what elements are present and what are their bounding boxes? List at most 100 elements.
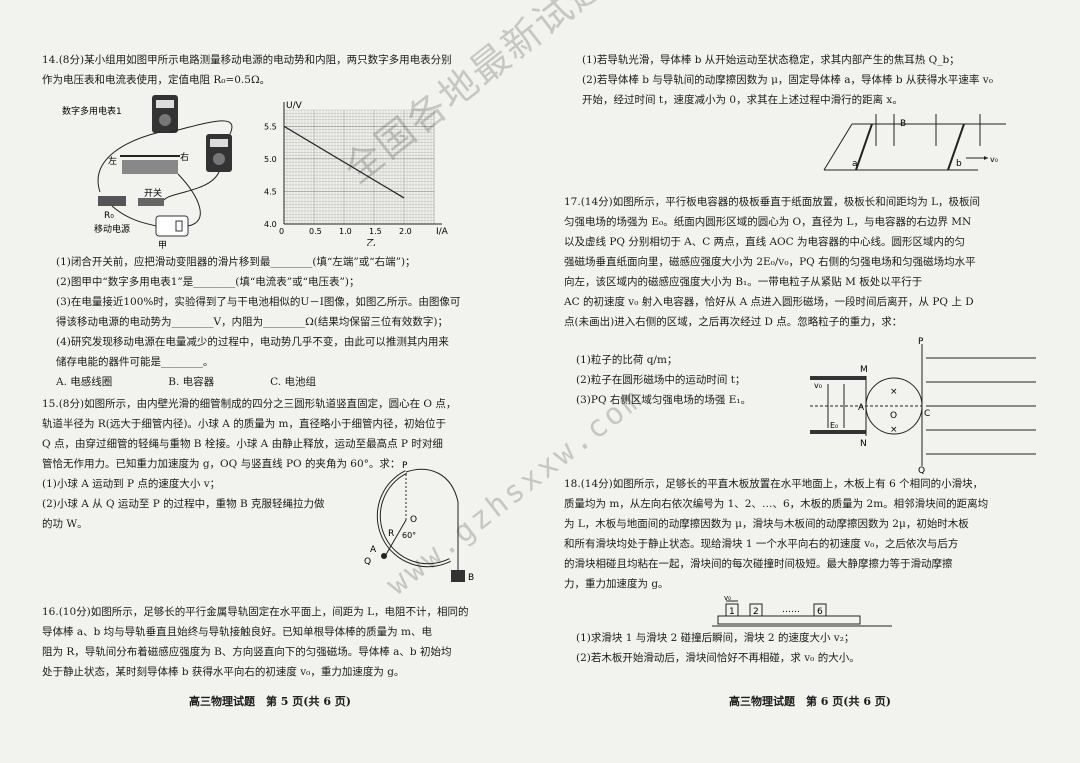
q17-part: (2)粒子在圆形磁场中的运动时间 t； xyxy=(576,374,746,386)
exam-page-5: 14.(8分)某小组用如图甲所示电路测量移动电源的电动势和内阻，两只数字多用电表… xyxy=(42,54,516,708)
y-tick-label: 5.5 xyxy=(264,122,277,131)
svg-text:×: × xyxy=(890,425,898,435)
q14-part: (3)在电量接近100%时，实验得到了与干电池相似的U－I图像，如图乙所示。由图… xyxy=(56,296,461,308)
block-6 xyxy=(813,603,827,617)
point-c-label: C xyxy=(924,409,930,419)
capacitor-field-figure: v₀ E₀ M N A O C × × P Q xyxy=(810,337,1036,474)
exam-page-6: (1)若导轨光滑，导体棒 b 从开始运动至状态稳定，求其内部产生的焦耳热 Q_b… xyxy=(540,0,1080,763)
q17-line: 匀强电场的场强为 E₀。纸面内圆形区域的圆心为 O，直径为 L，与电容器的右边界… xyxy=(564,216,972,228)
option-c: C. 电池组 xyxy=(270,376,317,388)
point-a-label: A xyxy=(858,403,865,413)
q16-line: 阻为 R，导轨间分布着磁感应强度为 B、方向竖直向下的匀强磁场。导体棒 a、b … xyxy=(42,646,452,658)
x-tick-label: 0 xyxy=(279,227,284,236)
question-16: 16.(10分)如图所示，足够长的平行金属导轨固定在水平面上，间距为 L，电阻不… xyxy=(42,602,512,682)
y-axis-label: U/V xyxy=(286,101,303,111)
q14-part: (4)研究发现移动电源在电量减少的过程中，电动势几乎不变，由此可以推测其内用来 xyxy=(56,336,449,348)
q16-line: 导体棒 a、b 均与导轨垂直且始终与导轨接触良好。已知单根导体棒的质量为 m、电 xyxy=(42,626,432,638)
figure-yi-caption: 乙 xyxy=(367,238,376,246)
y-tick-label: 4.5 xyxy=(264,187,277,196)
q16-part: (2)若导体棒 b 与导轨间的动摩擦因数为 μ，固定导体棒 a，导体棒 b 从获… xyxy=(582,74,993,86)
switch-label: 开关 xyxy=(144,187,162,199)
x-axis-label: I/A xyxy=(436,227,449,237)
line-q-label: Q xyxy=(918,466,925,474)
q15-line: Q 点，由穿过细管的轻绳与重物 B 栓接。小球 A 由静止释放，运动至最高点 P… xyxy=(42,438,443,450)
q17-line: 强磁场垂直纸面向里，磁感应强度大小为 2E₀/v₀，PQ 右侧的匀强电场和匀强磁… xyxy=(564,256,976,268)
center-o-label: O xyxy=(890,411,897,421)
y-tick-label: 5.0 xyxy=(264,155,277,164)
q16-part: (1)若导轨光滑，导体棒 b 从开始运动至状态稳定，求其内部产生的焦耳热 Q_b… xyxy=(582,54,960,66)
q15-line: (1)小球 A 运动到 P 点的速度大小 v； xyxy=(42,478,221,490)
switch-icon xyxy=(138,198,164,206)
x-tick-label: 1.5 xyxy=(369,227,382,236)
q14-part: (1)闭合开关前，应把滑动变阻器的滑片移到最________(填“左端”或“右端… xyxy=(56,256,416,268)
angle-label: 60° xyxy=(402,531,416,540)
question-18-parts: (1)求滑块 1 与滑块 2 碰撞后瞬间，滑块 2 的速度大小 v₂； (2)若… xyxy=(576,628,1046,668)
ball-a-icon xyxy=(381,553,387,559)
track-figure: P O R 60° A Q B xyxy=(364,461,474,583)
question-14-parts: (1)闭合开关前，应把滑动变阻器的滑片移到最________(填“左端”或“右端… xyxy=(56,252,516,392)
e0-label: E₀ xyxy=(830,421,838,430)
block-2-label: 2 xyxy=(753,607,759,617)
q14-line: 14.(8分)某小组用如图甲所示电路测量移动电源的电动势和内阻，两只数字多用电表… xyxy=(42,54,452,66)
power-bank-label: 移动电源 xyxy=(94,223,130,235)
q17-line: 17.(14分)如图所示，平行板电容器的极板垂直于纸面放置，极板长和间距均为 L… xyxy=(564,196,981,208)
q15-line: 管恰无作用力。已知重力加速度为 g，OQ 与竖直线 PO 的夹角为 60°。求： xyxy=(42,458,401,470)
q18-line: 的滑块相碰且均粘在一起，滑块间的每次碰撞时间极短。最大静摩擦力等于滑动摩擦 xyxy=(564,558,953,570)
q17-line: 向左，该区域内的磁感应强度大小为 B₁。一带电粒子从紧贴 M 板处以平行于 xyxy=(564,276,923,288)
chart-grid xyxy=(283,109,435,225)
y-tick-label: 4.0 xyxy=(264,220,277,229)
q16-line: 16.(10分)如图所示，足够长的平行金属导轨固定在水平面上，间距为 L，电阻不… xyxy=(42,606,469,618)
q15-line: 的功 W。 xyxy=(42,518,88,530)
plate-n-label: N xyxy=(860,439,867,449)
q18-line: 为 L，木板与地面间的动摩擦因数为 μ，滑块与木板间的动摩擦因数为 2μ，初始时… xyxy=(564,518,969,530)
figure-jia-caption: 甲 xyxy=(158,240,167,250)
rod-b-label: b xyxy=(956,159,962,169)
q16-line: 处于静止状态，某时刻导体棒 b 获得水平向右的初速度 v₀，重力加速度为 g。 xyxy=(42,666,405,678)
r0-label: R₀ xyxy=(104,211,114,221)
rails-figure: B a b v₀ xyxy=(823,114,1006,171)
rheostat-icon xyxy=(122,160,178,174)
rod-a xyxy=(855,123,873,171)
question-17-parts: (1)粒子的比荷 q/m； (2)粒子在圆形磁场中的运动时间 t； (3)PQ … xyxy=(576,350,806,410)
point-q-label: Q xyxy=(364,557,371,567)
rod-a-label: a xyxy=(852,159,858,169)
q14-part: 储存电能的器件可能是________。 xyxy=(56,356,214,368)
page-5-footer: 高三物理试题 第 5 页(共 6 页) xyxy=(188,695,352,708)
q18-line: 力，重力加速度为 g。 xyxy=(564,578,669,590)
x-tick-label: 2.0 xyxy=(399,227,412,236)
q17-line: 点(未画出)进入右侧的区域，之后再次经过 D 点。忽略粒子的重力，求： xyxy=(564,316,903,328)
line-p-label: P xyxy=(918,337,924,347)
series-line xyxy=(283,125,405,199)
question-15: 15.(8分)如图所示，由内壁光滑的细管制成的四分之三圆形轨道竖直固定，圆心在 … xyxy=(42,394,512,534)
q18-line: 质量均为 m，从左向右依次编号为 1、2、…、6，木板的质量为 2m。相邻滑块间… xyxy=(564,498,989,510)
q14-line: 作为电压表和电流表使用，定值电阻 R₀=0.5Ω。 xyxy=(42,74,271,86)
q15-line: 轨道半径为 R(远大于细管内径)。小球 A 的质量为 m，直径略小于细管内径，初… xyxy=(42,418,446,430)
weight-b-icon xyxy=(451,570,465,582)
block-1-label: 1 xyxy=(729,607,735,617)
q18-part: (1)求滑块 1 与滑块 2 碰撞后瞬间，滑块 2 的速度大小 v₂； xyxy=(576,632,855,644)
chart-axes xyxy=(283,102,442,225)
q17-part: (3)PQ 右侧区域匀强电场的场强 E₁。 xyxy=(576,394,752,406)
circuit-figure-jia: 数字多用电表1 左 右 开关 R₀ 移动电源 甲 xyxy=(62,95,233,250)
block-1 xyxy=(725,603,739,617)
radius-r-label: R xyxy=(388,529,394,539)
x-tick-label: 1.0 xyxy=(339,227,352,236)
q17-line: 以及虚线 PQ 分别相切于 A、C 两点，直线 AOC 为电容器的中心线。圆形区… xyxy=(564,236,966,248)
q14-part: (2)图甲中“数字多用电表1”是________(填“电流表”或“电压表”)； xyxy=(56,276,360,288)
chart-series xyxy=(283,125,405,199)
rheostat-left-label: 左 xyxy=(108,155,117,167)
field-b-label: B xyxy=(900,119,906,129)
q17-part: (1)粒子的比荷 q/m； xyxy=(576,354,678,366)
question-16-continued: (1)若导轨光滑，导体棒 b 从开始运动至状态稳定，求其内部产生的焦耳热 Q_b… xyxy=(582,50,1042,110)
rod-b xyxy=(947,123,965,171)
v0-label: v₀ xyxy=(814,381,822,390)
q16-part: 开始，经过时间 t，速度减小为 0，求其在上述过程中滑行的距离 x。 xyxy=(582,94,903,106)
question-18: 18.(14分)如图所示，足够长的平直木板放置在水平地面上，木板上有 6 个相同… xyxy=(564,474,1042,594)
q15-line: (2)小球 A 从 Q 运动至 P 的过程中，重物 B 克服轻绳拉力做 xyxy=(42,498,325,510)
meter1-label: 数字多用电表1 xyxy=(62,105,122,117)
q18-line: 18.(14分)如图所示，足够长的平直木板放置在水平地面上，木板上有 6 个相同… xyxy=(564,478,984,490)
v0-label: v₀ xyxy=(990,155,998,164)
q15-line: 15.(8分)如图所示，由内壁光滑的细管制成的四分之三圆形轨道竖直固定，圆心在 … xyxy=(42,398,457,410)
